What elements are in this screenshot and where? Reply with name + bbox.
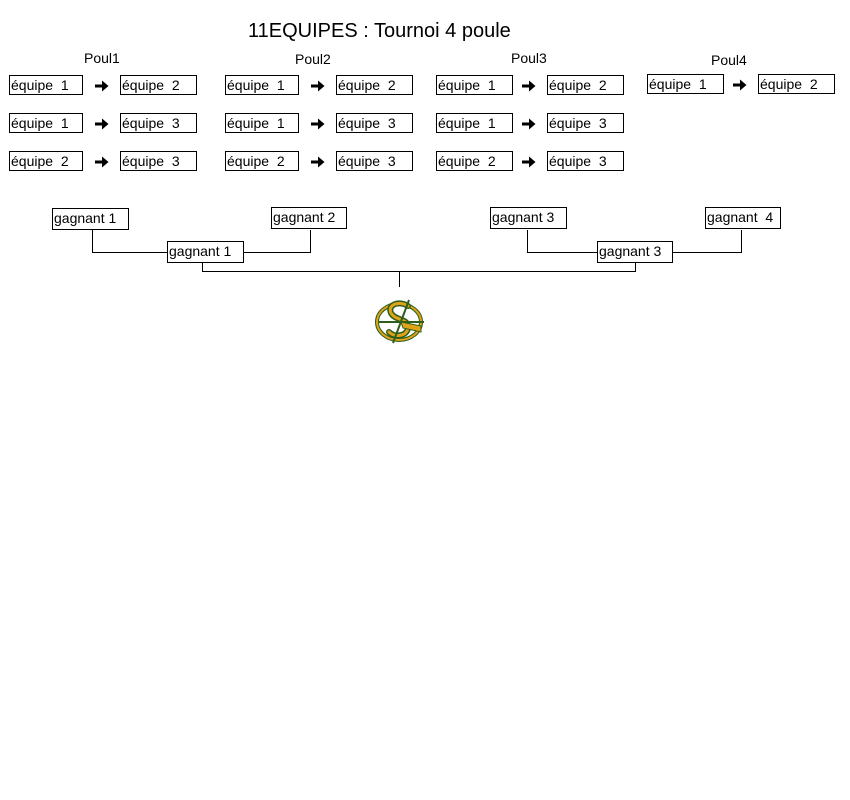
winner-box-1: gagnant 1 — [52, 208, 129, 230]
semifinal-box-right: gagnant 3 — [597, 241, 673, 263]
bracket-line — [202, 262, 203, 271]
right-arrow-icon — [95, 80, 109, 92]
pool-label-1: Poul1 — [84, 50, 120, 66]
pool-label-4: Poul4 — [711, 52, 747, 68]
right-arrow-icon — [522, 80, 536, 92]
pool2-match1-team-b: équipe 2 — [336, 75, 413, 95]
winner-box-4: gagnant 4 — [705, 207, 781, 229]
pool1-match1-team-b: équipe 2 — [120, 75, 197, 95]
pool3-match2-team-a: équipe 1 — [436, 113, 513, 133]
pool3-match3-team-b: équipe 3 — [547, 151, 624, 171]
bracket-line — [635, 262, 636, 271]
winner-box-3: gagnant 3 — [490, 207, 567, 229]
pool4-match1-team-b: équipe 2 — [758, 74, 835, 94]
pool-label-3: Poul3 — [511, 50, 547, 66]
pool2-match2-team-b: équipe 3 — [336, 113, 413, 133]
pool2-match3-team-a: équipe 2 — [225, 151, 299, 171]
pool1-match2-team-a: équipe 1 — [9, 113, 83, 133]
pool1-match3-team-a: équipe 2 — [9, 151, 83, 171]
bracket-line — [399, 271, 400, 287]
bracket-line — [310, 230, 311, 252]
right-arrow-icon — [522, 156, 536, 168]
pool4-match1-team-a: équipe 1 — [647, 74, 724, 94]
pool1-match1-team-a: équipe 1 — [9, 75, 83, 95]
pool2-match1-team-a: équipe 1 — [225, 75, 299, 95]
pool1-match2-team-b: équipe 3 — [120, 113, 197, 133]
pool3-match1-team-a: équipe 1 — [436, 75, 513, 95]
club-logo — [375, 299, 424, 344]
pool3-match2-team-b: équipe 3 — [547, 113, 624, 133]
right-arrow-icon — [95, 118, 109, 130]
right-arrow-icon — [311, 118, 325, 130]
page-title: 11EQUIPES : Tournoi 4 poule — [248, 20, 511, 42]
right-arrow-icon — [311, 80, 325, 92]
pool3-match3-team-a: équipe 2 — [436, 151, 513, 171]
bracket-line — [527, 230, 528, 252]
right-arrow-icon — [733, 79, 747, 91]
semifinal-box-left: gagnant 1 — [167, 241, 244, 263]
bracket-line — [741, 230, 742, 252]
right-arrow-icon — [311, 156, 325, 168]
bracket-line — [92, 230, 93, 252]
pool2-match2-team-a: équipe 1 — [225, 113, 299, 133]
pool2-match3-team-b: équipe 3 — [336, 151, 413, 171]
right-arrow-icon — [95, 156, 109, 168]
pool-label-2: Poul2 — [295, 51, 331, 67]
right-arrow-icon — [522, 118, 536, 130]
pool3-match1-team-b: équipe 2 — [547, 75, 624, 95]
bracket-line — [202, 271, 636, 272]
winner-box-2: gagnant 2 — [271, 207, 347, 229]
pool1-match3-team-b: équipe 3 — [120, 151, 197, 171]
